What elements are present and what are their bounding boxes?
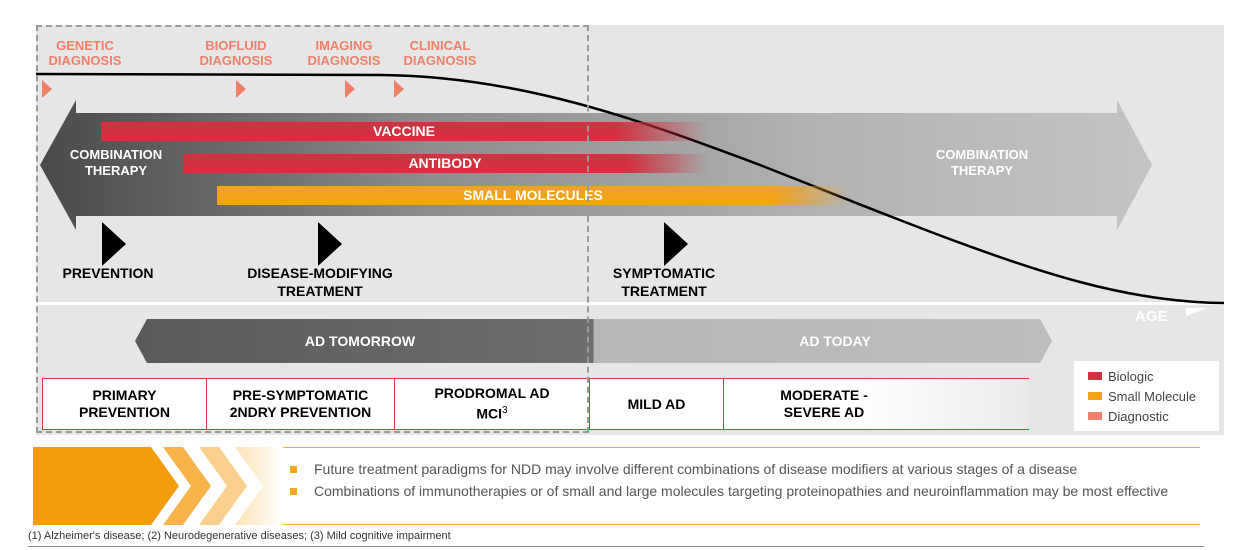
- clinical-diagnosis-label: CLINICAL DIAGNOSIS: [403, 38, 477, 68]
- disease-modifying-marker: [318, 222, 342, 266]
- footnote: (1) Alzheimer's disease; (2) Neurodegene…: [28, 530, 451, 542]
- ad-today-label: AD TODAY: [799, 333, 871, 349]
- legend-swatch-biologic: [1088, 372, 1102, 380]
- legend-biologic: Biologic: [1088, 369, 1154, 385]
- panel-divider: [36, 302, 1224, 305]
- antibody-bar: ANTIBODY: [183, 154, 707, 173]
- diagram-panel: [36, 25, 1224, 435]
- ad-timeline-arrow: [135, 319, 1052, 363]
- genetic-diagnosis-label: GENETIC DIAGNOSIS: [48, 38, 122, 68]
- stage-table: PRIMARY PREVENTION PRE-SYMPTOMATIC 2NDRY…: [42, 378, 1029, 430]
- biofluid-diagnosis-marker: [236, 80, 246, 98]
- legend-swatch-diagnostic: [1088, 412, 1102, 420]
- clinical-diagnosis-marker: [394, 80, 404, 98]
- mci-label: MCI3: [476, 405, 508, 422]
- legend: Biologic Small Molecule Diagnostic: [1074, 361, 1219, 431]
- legend-diagnostic: Diagnostic: [1088, 409, 1169, 425]
- prevention-label: PREVENTION: [62, 265, 154, 281]
- disease-modifying-label: DISEASE-MODIFYING TREATMENT: [247, 265, 393, 299]
- symptomatic-marker: [664, 222, 688, 266]
- prodromal-label: PRODROMAL AD: [434, 385, 550, 402]
- footer-rule: [28, 546, 1204, 547]
- symptomatic-label: SYMPTOMATIC TREATMENT: [612, 265, 716, 299]
- mild-ad-cell: MILD AD: [590, 379, 724, 429]
- prodromal-cell: PRODROMAL AD MCI3: [395, 379, 590, 429]
- age-arrowhead: [1186, 308, 1208, 316]
- disease-progression-curve: [35, 72, 1225, 305]
- biofluid-diagnosis-label: BIOFLUID DIAGNOSIS: [199, 38, 273, 68]
- genetic-diagnosis-marker: [42, 80, 52, 98]
- combination-therapy-left-label: COMBINATION THERAPY: [69, 147, 163, 178]
- legend-small-molecule: Small Molecule: [1088, 389, 1196, 405]
- bullet-marker: [290, 488, 297, 495]
- prevention-marker: [102, 222, 126, 266]
- ad-tomorrow-frame: [36, 25, 589, 433]
- ad-tomorrow-label: AD TOMORROW: [304, 333, 416, 349]
- combination-therapy-right-label: COMBINATION THERAPY: [935, 147, 1029, 178]
- chevron-icon: [33, 447, 283, 525]
- vaccine-bar: VACCINE: [101, 122, 707, 141]
- presymptomatic-cell: PRE-SYMPTOMATIC 2NDRY PREVENTION: [207, 379, 395, 429]
- primary-prevention-cell: PRIMARY PREVENTION: [43, 379, 207, 429]
- bullet-marker: [290, 466, 297, 473]
- imaging-diagnosis-label: IMAGING DIAGNOSIS: [307, 38, 381, 68]
- moderate-severe-cell: MODERATE - SEVERE AD: [780, 387, 868, 420]
- imaging-diagnosis-marker: [345, 80, 355, 98]
- small-molecules-bar: SMALL MOLECULES: [217, 186, 849, 205]
- age-label: AGE: [1135, 308, 1168, 325]
- legend-swatch-small-molecule: [1088, 392, 1102, 400]
- callout-top-rule: [255, 447, 1200, 448]
- callout-bottom-rule: [255, 524, 1200, 525]
